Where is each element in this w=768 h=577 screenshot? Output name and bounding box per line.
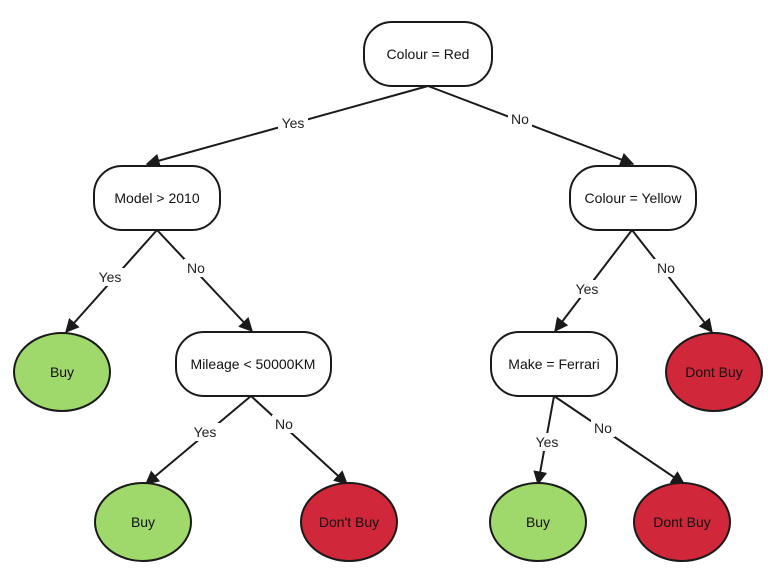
leaf-dont-buy-2-label: Dont Buy [653,514,711,530]
edge-label-root-yes: Yes [282,115,305,131]
leaf-dont-buy-3: Dont Buy [665,332,763,412]
leaf-buy-3-label: Buy [526,514,550,530]
edge-label-root-no: No [511,111,529,127]
leaf-dont-buy-3-label: Dont Buy [685,364,743,380]
node-mileage-label: Mileage < 50000KM [191,356,316,372]
leaf-buy-2: Buy [94,482,192,562]
node-make-label: Make = Ferrari [508,356,599,372]
edge-make-no [553,395,686,485]
node-model: Model > 2010 [93,165,221,231]
leaf-buy-1-label: Buy [50,364,74,380]
edge-yellow-no [631,229,713,334]
edge-label-mileage-yes: Yes [194,424,217,440]
edge-label-make-no: No [594,420,612,436]
leaf-buy-3: Buy [489,482,587,562]
edge-label-make-yes: Yes [536,434,559,450]
leaf-buy-2-label: Buy [131,514,155,530]
edges [65,85,713,486]
leaf-dont-buy-1: Don't Buy [300,482,398,562]
node-colour-yellow-label: Colour = Yellow [585,190,683,206]
edge-label-yellow-no: No [657,260,675,276]
node-colour-yellow: Colour = Yellow [569,165,697,231]
edge-label-model-yes: Yes [99,269,122,285]
edge-label-mileage-no: No [275,416,293,432]
edge-label-model-no: No [187,260,205,276]
edge-model-no [156,229,253,333]
leaf-dont-buy-1-label: Don't Buy [319,514,379,530]
leaf-buy-1: Buy [13,332,111,412]
node-model-label: Model > 2010 [114,190,199,206]
edge-label-yellow-yes: Yes [576,281,599,297]
node-mileage: Mileage < 50000KM [175,331,332,397]
node-make: Make = Ferrari [490,331,618,397]
node-root: Colour = Red [363,21,493,87]
leaf-dont-buy-2: Dont Buy [633,482,731,562]
node-root-label: Colour = Red [387,46,470,62]
edge-mileage-no [250,395,349,485]
edge-labels: Yes No Yes No Yes No Yes No Yes No [96,110,678,451]
